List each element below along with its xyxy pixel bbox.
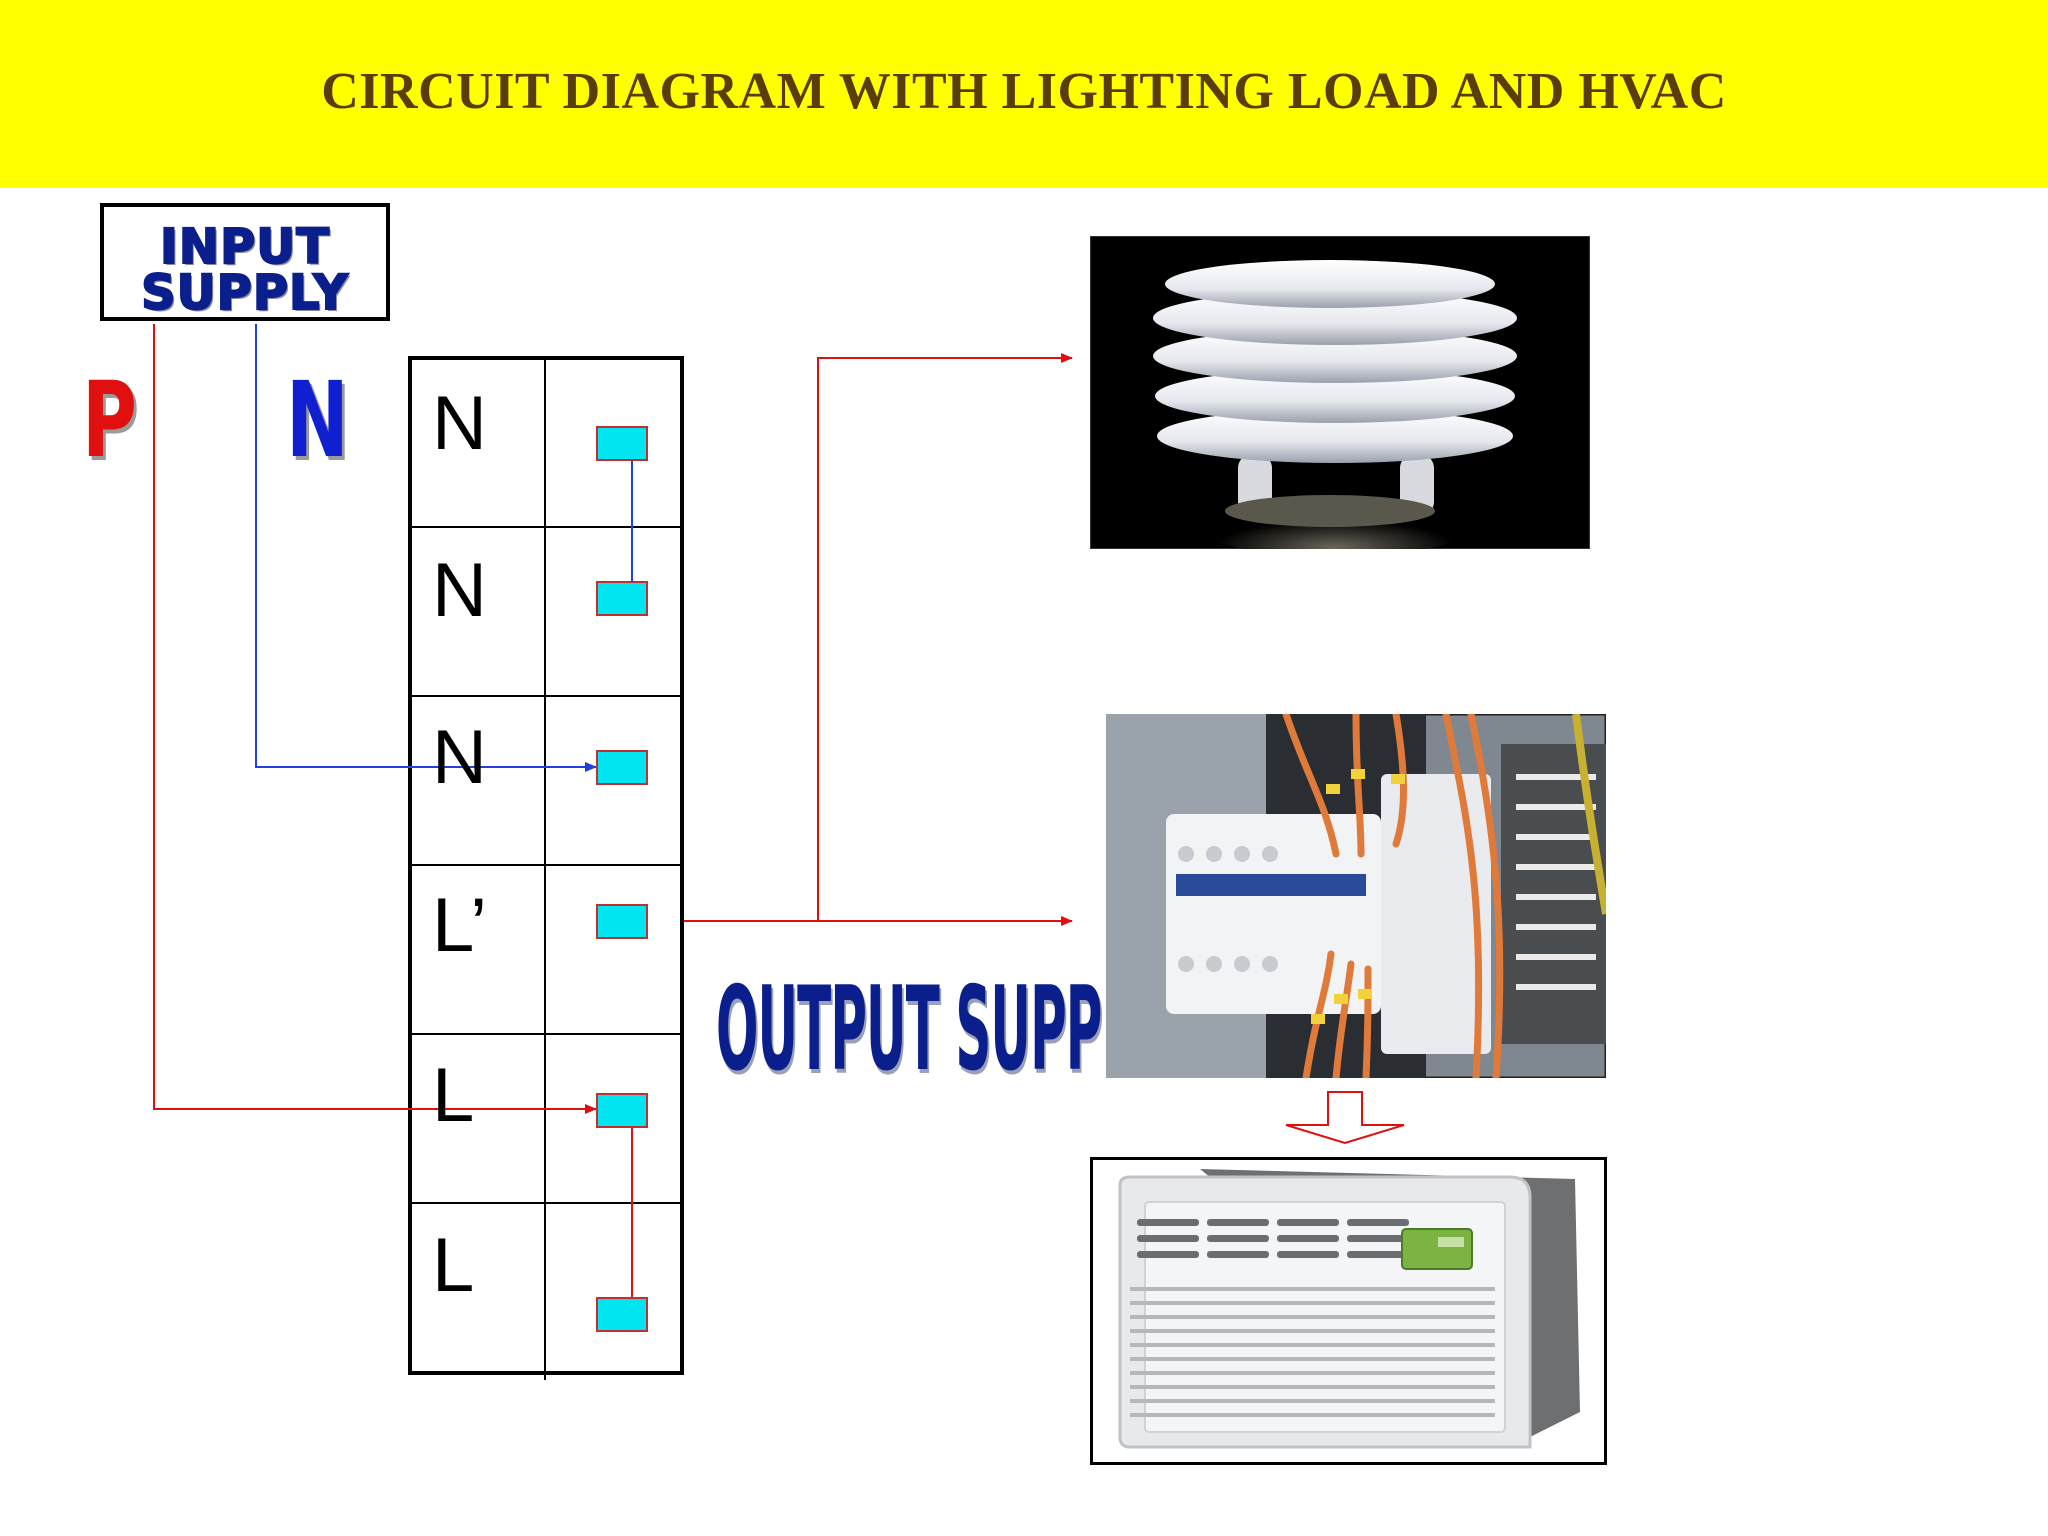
terminal-screw[interactable] [596, 1093, 648, 1128]
input-supply-line1: INPUT [159, 219, 330, 275]
input-supply-line2: SUPPLY [140, 265, 349, 321]
contactor-photo [1106, 714, 1606, 1078]
terminal-screw[interactable] [596, 426, 648, 461]
neutral-wire [255, 324, 597, 772]
down-arrow-icon [1285, 1091, 1405, 1145]
phase-wire [153, 324, 597, 1114]
output-wire-lighting [817, 353, 1073, 921]
terminal-label: L’ [432, 883, 487, 968]
terminal-screw[interactable] [596, 1297, 648, 1332]
neutral-label: N [286, 359, 349, 481]
terminal-block [408, 356, 684, 1380]
terminal-label: L [432, 1223, 475, 1308]
output-supply-label: OUTPUT SUPPLY [716, 962, 1161, 1097]
terminal-label: L [432, 1053, 475, 1138]
air-conditioner-photo [1090, 1157, 1607, 1465]
terminal-label: N [432, 715, 487, 800]
page-title: CIRCUIT DIAGRAM WITH LIGHTING LOAD AND H… [321, 63, 1727, 120]
terminal-label: N [432, 548, 487, 633]
phase-label: P [82, 359, 137, 481]
cfl-lamp-photo [1090, 236, 1590, 549]
terminal-screw[interactable] [596, 750, 648, 785]
title-banner: CIRCUIT DIAGRAM WITH LIGHTING LOAD AND H… [0, 0, 2048, 188]
terminal-label: N [432, 381, 487, 466]
terminal-screw[interactable] [596, 581, 648, 616]
terminal-screw[interactable] [596, 904, 648, 939]
input-supply-box: INPUT SUPPLY [100, 203, 390, 321]
